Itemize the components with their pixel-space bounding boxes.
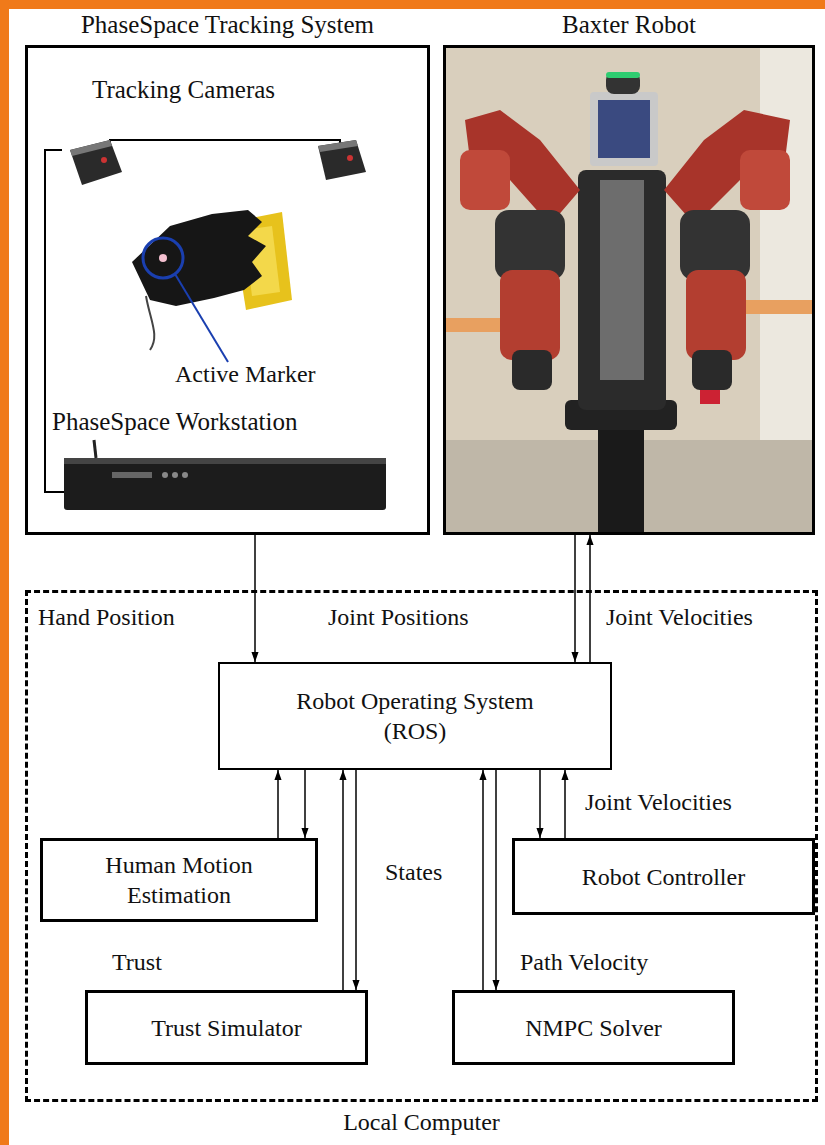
system-box: PhaseSpace Tracking System bbox=[25, 45, 430, 535]
process-box: Trust Simulator bbox=[85, 990, 368, 1065]
box-label: Trust Simulator bbox=[151, 1013, 301, 1043]
signal-arrow bbox=[574, 535, 576, 662]
signal-label: Hand Position bbox=[38, 603, 175, 631]
signal-label: Joint Positions bbox=[328, 603, 469, 631]
box-label: Robot Controller bbox=[582, 862, 745, 892]
box-heading: Baxter Robot bbox=[436, 9, 822, 40]
frame-bar bbox=[0, 0, 9, 1145]
box-label: NMPC Solver bbox=[525, 1013, 662, 1043]
robot-illustration bbox=[446, 48, 812, 532]
signal-label: Joint Velocities bbox=[585, 788, 732, 816]
signal-arrow bbox=[277, 770, 279, 838]
signal-arrow bbox=[589, 535, 591, 662]
frame-bar bbox=[0, 0, 825, 9]
process-box: NMPC Solver bbox=[452, 990, 735, 1065]
signal-label: Joint Velocities bbox=[606, 603, 753, 631]
system-box: Baxter Robot bbox=[443, 45, 815, 535]
signal-arrow bbox=[342, 770, 344, 990]
process-box: Robot Operating System (ROS) bbox=[218, 662, 612, 770]
process-box: Human Motion Estimation bbox=[40, 838, 318, 922]
signal-arrow bbox=[254, 535, 256, 662]
tracking-illustration bbox=[45, 140, 386, 510]
signal-arrow bbox=[495, 770, 497, 990]
signal-label: States bbox=[385, 858, 442, 886]
part-label: PhaseSpace Workstation bbox=[52, 408, 297, 436]
part-label: Active Marker bbox=[175, 360, 316, 388]
box-heading: PhaseSpace Tracking System bbox=[18, 9, 437, 40]
signal-arrow bbox=[355, 770, 357, 990]
signal-arrow bbox=[564, 770, 566, 838]
signal-label: Trust bbox=[112, 948, 162, 976]
box-heading: Local Computer bbox=[18, 1107, 825, 1137]
signal-arrow bbox=[304, 770, 306, 838]
signal-arrow bbox=[482, 770, 484, 990]
signal-arrow bbox=[539, 770, 541, 838]
part-label: Tracking Cameras bbox=[92, 76, 275, 104]
process-box: Robot Controller bbox=[512, 838, 815, 915]
box-label: Robot Operating System (ROS) bbox=[259, 686, 571, 746]
signal-label: Path Velocity bbox=[520, 948, 648, 976]
box-label: Human Motion Estimation bbox=[73, 850, 285, 910]
system-box: Local ComputerRobot Operating System (RO… bbox=[25, 590, 818, 1102]
